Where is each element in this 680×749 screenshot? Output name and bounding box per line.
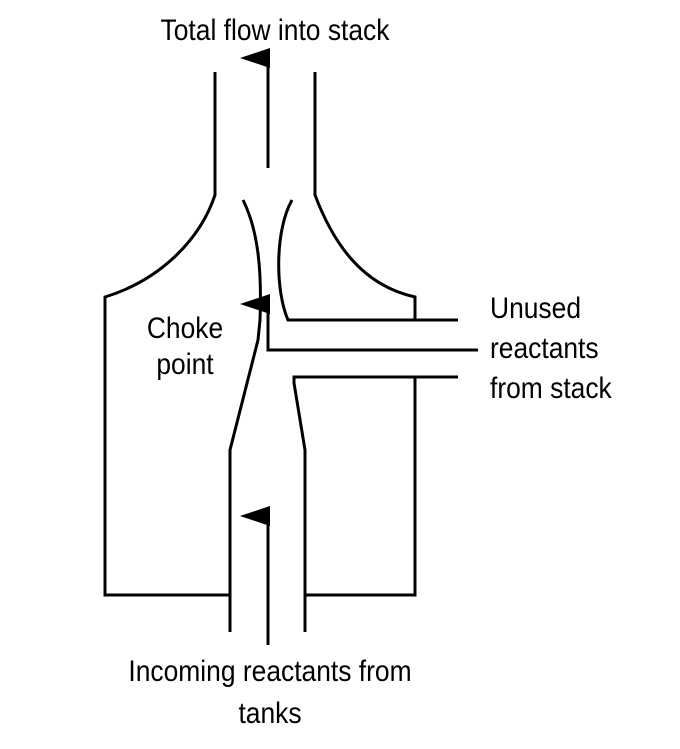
outer-wall-right-lower xyxy=(303,377,417,632)
incoming-reactants-label-line1: Incoming reactants from xyxy=(128,655,412,688)
incoming-reactants-label: Incoming reactants from tanks xyxy=(68,651,473,735)
unused-reactants-label-line1: Unused xyxy=(490,292,581,325)
incoming-reactants-label-line2: tanks xyxy=(238,697,302,730)
choke-point-label-line2: point xyxy=(156,348,214,381)
unused-reactants-label-line2: reactants xyxy=(490,332,599,365)
inner-lower-right-wall xyxy=(292,375,458,595)
unused-reactants-label-line3: from stack xyxy=(490,372,612,405)
outer-wall-right xyxy=(313,72,417,320)
outer-wall-left xyxy=(103,72,232,632)
choke-point-label-line1: Choke xyxy=(146,312,224,345)
unused-reactants-flow-path xyxy=(240,294,478,352)
total-flow-label: Total flow into stack xyxy=(160,14,390,47)
inner-nozzle-right-wall xyxy=(277,199,458,322)
choke-point-label: Choke point xyxy=(128,311,242,383)
unused-reactants-label: Unused reactants from stack xyxy=(490,289,612,409)
inner-nozzle-left-wall xyxy=(228,199,262,595)
